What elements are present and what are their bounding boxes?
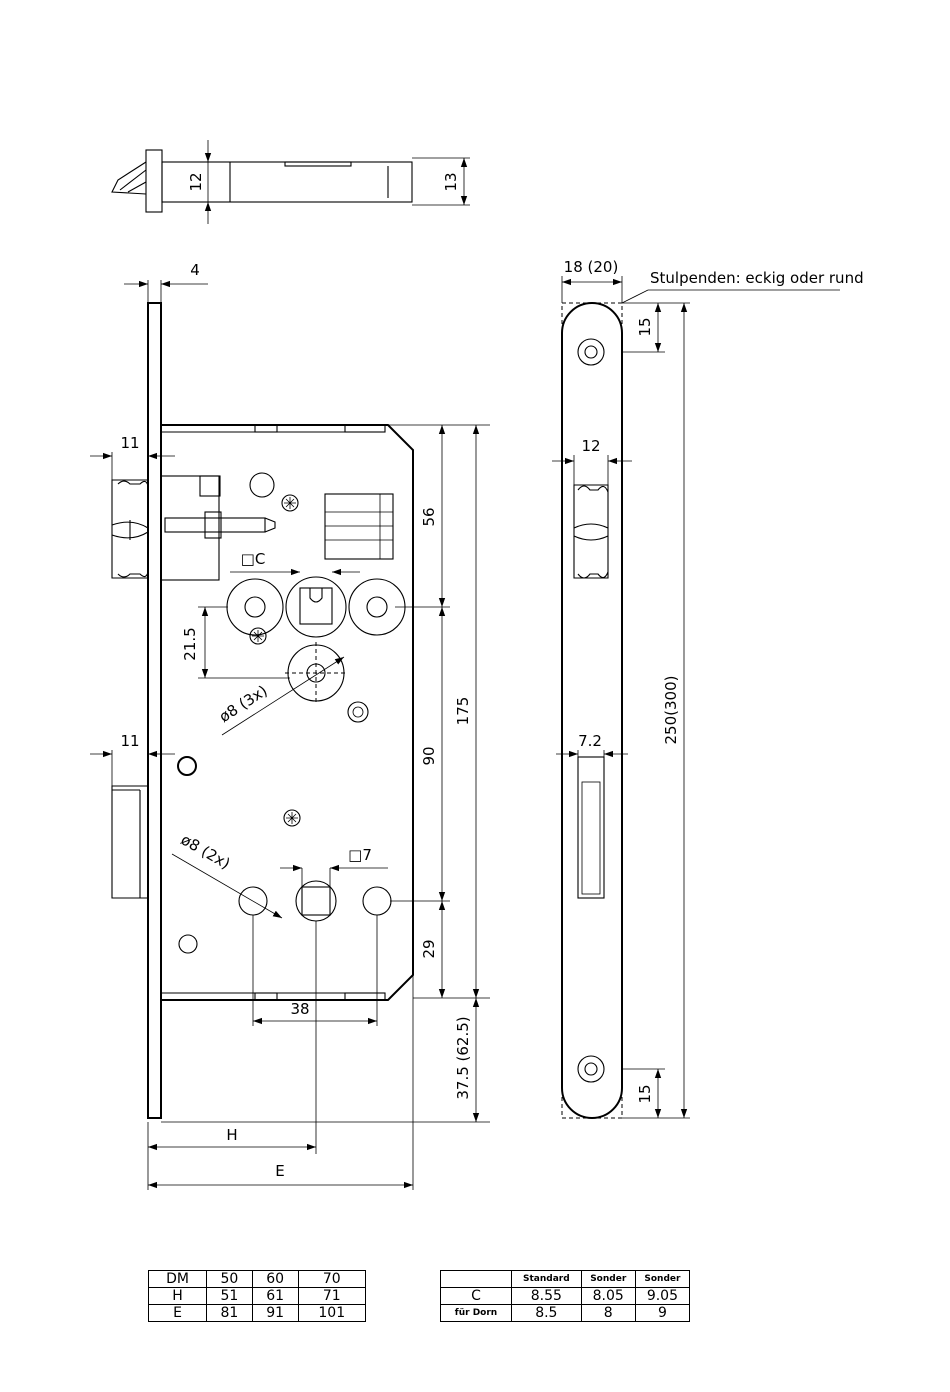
faceplate-length-label: 250(300) xyxy=(662,676,680,745)
latch-projection-label: 11 xyxy=(120,434,139,452)
faceplate-view: 18 (20) Stulpenden: eckig oder rund 15 1… xyxy=(552,258,864,1118)
dim-21-5-label: 21.5 xyxy=(181,627,199,660)
table-row: H 51 61 71 xyxy=(149,1288,366,1305)
table-cell: 50 xyxy=(207,1271,253,1288)
table-cell: 101 xyxy=(298,1305,365,1322)
dim-29-label: 29 xyxy=(420,939,438,958)
dim-38-label: 38 xyxy=(290,1000,309,1018)
table-header-row: Standard Sonder Sonder xyxy=(441,1271,690,1288)
table-cell: 70 xyxy=(298,1271,365,1288)
table-cell: für Dorn xyxy=(441,1305,512,1322)
latch-width-label: 12 xyxy=(581,437,600,455)
bolt-width-label: 7.2 xyxy=(578,732,602,750)
table-cell: 91 xyxy=(252,1305,298,1322)
table-row: für Dorn 8.5 8 9 xyxy=(441,1305,690,1322)
screw-icon xyxy=(284,810,300,826)
screw-icon xyxy=(250,628,266,644)
screw-hole-top-label: 15 xyxy=(636,317,654,336)
table-cell: 9 xyxy=(635,1305,689,1322)
overall-e-label: E xyxy=(275,1162,284,1180)
table-header-cell xyxy=(441,1271,512,1288)
table-row: E 81 91 101 xyxy=(149,1305,366,1322)
dim-37-5-label: 37.5 (62.5) xyxy=(454,1016,472,1099)
table-header-cell: Sonder xyxy=(581,1271,635,1288)
table-cell: H xyxy=(149,1288,207,1305)
table-cell: 51 xyxy=(207,1288,253,1305)
table-cell: 60 xyxy=(252,1271,298,1288)
table-header-cell: Standard xyxy=(512,1271,582,1288)
backset-h-label: H xyxy=(226,1126,237,1144)
table-cell: 8.55 xyxy=(512,1288,582,1305)
dia-8-3x-label: ø8 (3x) xyxy=(216,682,271,726)
c-table: Standard Sonder Sonder C 8.55 8.05 9.05 … xyxy=(440,1270,690,1322)
table-cell: E xyxy=(149,1305,207,1322)
dim-56-label: 56 xyxy=(420,507,438,526)
front-view: 4 11 xyxy=(90,261,490,1190)
square-c-label: □C xyxy=(241,550,266,568)
dia-8-2x-label: ø8 (2x) xyxy=(178,830,233,872)
faceplate-end-note: Stulpenden: eckig oder rund xyxy=(650,269,864,287)
table-row: DM 50 60 70 xyxy=(149,1271,366,1288)
top-height-right-label: 13 xyxy=(442,172,460,191)
table-cell: 71 xyxy=(298,1288,365,1305)
table-cell: 8.05 xyxy=(581,1288,635,1305)
table-cell: 61 xyxy=(252,1288,298,1305)
dim-90-label: 90 xyxy=(420,746,438,765)
dm-table: DM 50 60 70 H 51 61 71 E 81 91 101 xyxy=(148,1270,366,1322)
table-cell: DM xyxy=(149,1271,207,1288)
screw-icon xyxy=(282,495,298,511)
screw-hole-bottom-label: 15 xyxy=(636,1084,654,1103)
table-cell: 8 xyxy=(581,1305,635,1322)
bolt-projection-label: 11 xyxy=(120,732,139,750)
square-7-label: □7 xyxy=(348,846,372,864)
table-row: C 8.55 8.05 9.05 xyxy=(441,1288,690,1305)
table-header-cell: Sonder xyxy=(635,1271,689,1288)
top-height-left-label: 12 xyxy=(187,172,205,191)
table-cell: C xyxy=(441,1288,512,1305)
table-cell: 8.5 xyxy=(512,1305,582,1322)
faceplate-thickness-label: 4 xyxy=(190,261,200,279)
table-cell: 81 xyxy=(207,1305,253,1322)
table-cell: 9.05 xyxy=(635,1288,689,1305)
dim-175-label: 175 xyxy=(454,697,472,726)
top-view: 12 13 xyxy=(112,140,470,224)
faceplate-width-label: 18 (20) xyxy=(564,258,619,276)
